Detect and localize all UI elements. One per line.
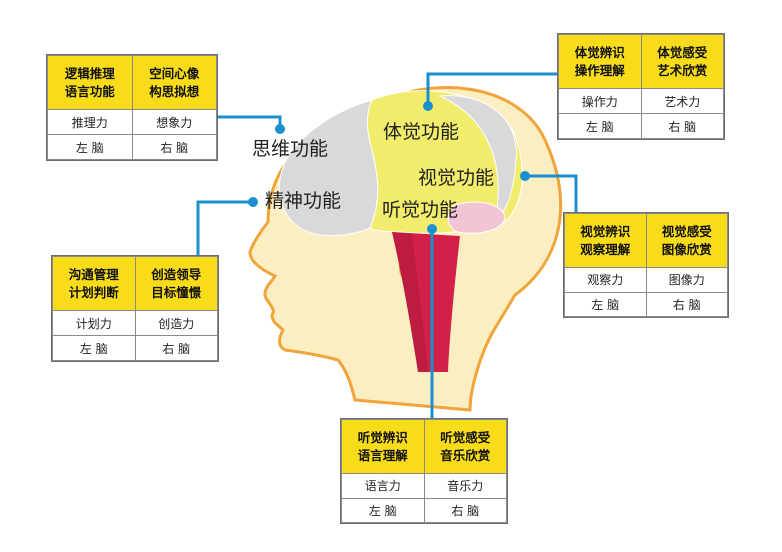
panel-hearing: 听觉辨识语言理解 听觉感受音乐欣赏 语言力音乐力 左 脑右 脑 [340, 418, 508, 524]
panel-visual: 视觉辨识观察理解 视觉感受图像欣赏 观察力图像力 左 脑右 脑 [563, 212, 729, 318]
panel-spirit-right-ability: 创造力 [134, 310, 218, 336]
connector-body-sense [426, 72, 557, 106]
panel-spirit: 沟通管理计划判断 创造领导目标憧憬 计划力创造力 左 脑右 脑 [51, 255, 219, 362]
panel-visual-right-ability: 图像力 [645, 267, 728, 293]
panel-hearing-left-brain: 左 脑 [341, 497, 425, 523]
brain-stem-shape [392, 232, 460, 372]
region-label-visual: 视觉功能 [418, 167, 494, 189]
frontal-lobe-shape [279, 99, 379, 237]
panel-hearing-left-header: 听觉辨识语言理解 [341, 419, 425, 474]
panel-spirit-left-brain: 左 脑 [52, 335, 136, 361]
panel-spirit-right-brain: 右 脑 [134, 335, 218, 361]
panel-thinking-left-ability: 推理力 [47, 109, 133, 135]
panel-body-sense: 体觉辨识操作理解 体觉感受艺术欣赏 操作力艺术力 左 脑右 脑 [557, 33, 725, 140]
panel-hearing-left-ability: 语言力 [341, 473, 425, 499]
panel-hearing-right-brain: 右 脑 [423, 497, 507, 523]
panel-visual-right-brain: 右 脑 [645, 291, 728, 317]
connector-dot-spirit [248, 197, 258, 207]
panel-spirit-left-ability: 计划力 [52, 310, 136, 336]
temporal-lobe-shape [447, 201, 506, 234]
panel-thinking-right-brain: 右 脑 [131, 134, 217, 160]
connector-thinking [217, 115, 282, 128]
region-label-spirit: 精神功能 [265, 190, 341, 212]
panel-body-sense-left-header: 体觉辨识操作理解 [558, 34, 642, 89]
connector-visual [526, 174, 578, 212]
panel-visual-right-header: 视觉感受图像欣赏 [645, 213, 728, 268]
panel-body-sense-right-ability: 艺术力 [640, 88, 724, 114]
region-label-hearing: 听觉功能 [382, 199, 458, 221]
panel-visual-left-header: 视觉辨识观察理解 [564, 213, 647, 268]
connector-dot-thinking [275, 124, 285, 134]
region-label-thinking: 思维功能 [252, 138, 328, 160]
panel-hearing-right-ability: 音乐力 [423, 473, 507, 499]
connector-spirit [196, 200, 252, 255]
panel-thinking-left-brain: 左 脑 [47, 134, 133, 160]
throat-shadow [392, 232, 428, 372]
connector-dot-hearing [427, 224, 437, 234]
panel-thinking-left-header: 逻辑推理语言功能 [47, 55, 133, 110]
panel-hearing-right-header: 听觉感受音乐欣赏 [423, 419, 507, 474]
panel-thinking-right-ability: 想象力 [131, 109, 217, 135]
panel-spirit-left-header: 沟通管理计划判断 [52, 256, 136, 311]
panel-body-sense-right-brain: 右 脑 [640, 113, 724, 139]
connector-dot-visual [520, 171, 530, 181]
panel-body-sense-left-brain: 左 脑 [558, 113, 642, 139]
panel-body-sense-right-header: 体觉感受艺术欣赏 [640, 34, 724, 89]
panel-body-sense-left-ability: 操作力 [558, 88, 642, 114]
panel-thinking: 逻辑推理语言功能 空间心像构思拟想 推理力想象力 左 脑右 脑 [46, 54, 218, 161]
region-label-body-sense: 体觉功能 [383, 121, 459, 143]
connector-dot-body-sense [423, 101, 433, 111]
panel-spirit-right-header: 创造领导目标憧憬 [134, 256, 218, 311]
panel-thinking-right-header: 空间心像构思拟想 [131, 55, 217, 110]
panel-visual-left-brain: 左 脑 [564, 291, 647, 317]
panel-visual-left-ability: 观察力 [564, 267, 647, 293]
